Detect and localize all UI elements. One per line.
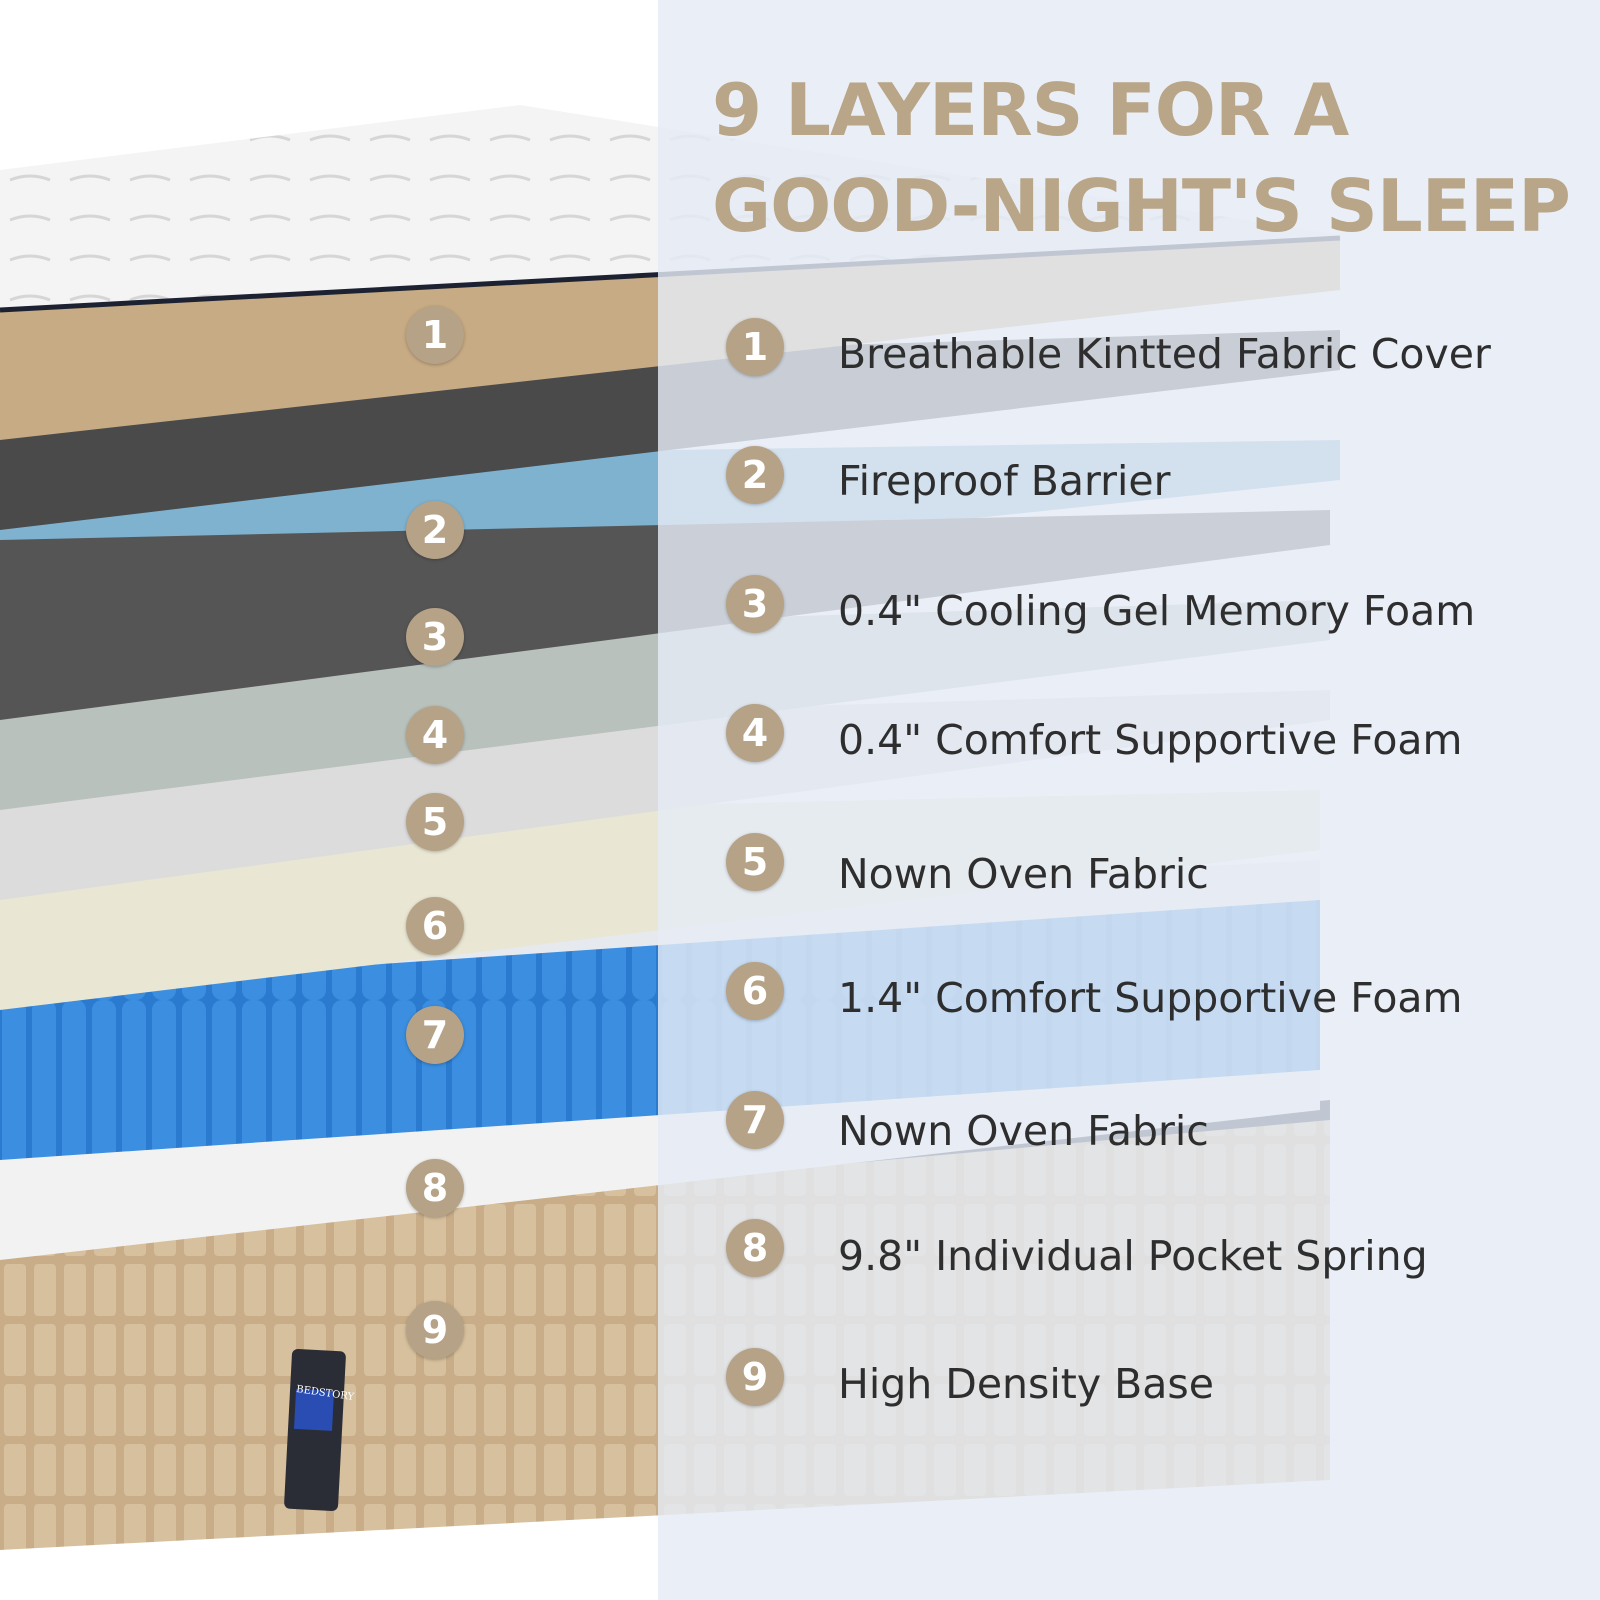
legend-badge-8: 8 xyxy=(726,1219,784,1277)
page-title: 9 LAYERS FOR A GOOD-NIGHT'S SLEEP xyxy=(712,62,1571,254)
mattress-badge-9: 9 xyxy=(406,1301,464,1359)
legend-label-2: Fireproof Barrier xyxy=(838,457,1171,505)
legend-label-1: Breathable Kintted Fabric Cover xyxy=(838,330,1491,378)
legend-badge-5: 5 xyxy=(726,833,784,891)
title-line-2: GOOD-NIGHT'S SLEEP xyxy=(712,164,1571,248)
mattress-badge-3: 3 xyxy=(406,608,464,666)
legend-badge-7: 7 xyxy=(726,1091,784,1149)
legend-badge-9: 9 xyxy=(726,1348,784,1406)
legend-label-8: 9.8" Individual Pocket Spring xyxy=(838,1232,1428,1280)
mattress-badge-8: 8 xyxy=(406,1159,464,1217)
mattress-badge-5: 5 xyxy=(406,793,464,851)
legend-label-4: 0.4" Comfort Supportive Foam xyxy=(838,716,1463,764)
legend-label-9: High Density Base xyxy=(838,1360,1215,1408)
legend-badge-3: 3 xyxy=(726,575,784,633)
legend-badge-6: 6 xyxy=(726,962,784,1020)
mattress-badge-6: 6 xyxy=(406,897,464,955)
mattress-badge-1: 1 xyxy=(406,306,464,364)
legend-label-7: Nown Oven Fabric xyxy=(838,1107,1209,1155)
legend-label-5: Nown Oven Fabric xyxy=(838,850,1209,898)
mattress-badge-4: 4 xyxy=(406,706,464,764)
legend-label-6: 1.4" Comfort Supportive Foam xyxy=(838,974,1463,1022)
legend-badge-2: 2 xyxy=(726,446,784,504)
title-line-1: 9 LAYERS FOR A xyxy=(712,68,1349,152)
mattress-badge-7: 7 xyxy=(406,1006,464,1064)
layers-panel xyxy=(658,0,1600,1600)
legend-badge-1: 1 xyxy=(726,318,784,376)
legend-badge-4: 4 xyxy=(726,704,784,762)
legend-label-3: 0.4" Cooling Gel Memory Foam xyxy=(838,587,1476,635)
mattress-badge-2: 2 xyxy=(406,501,464,559)
